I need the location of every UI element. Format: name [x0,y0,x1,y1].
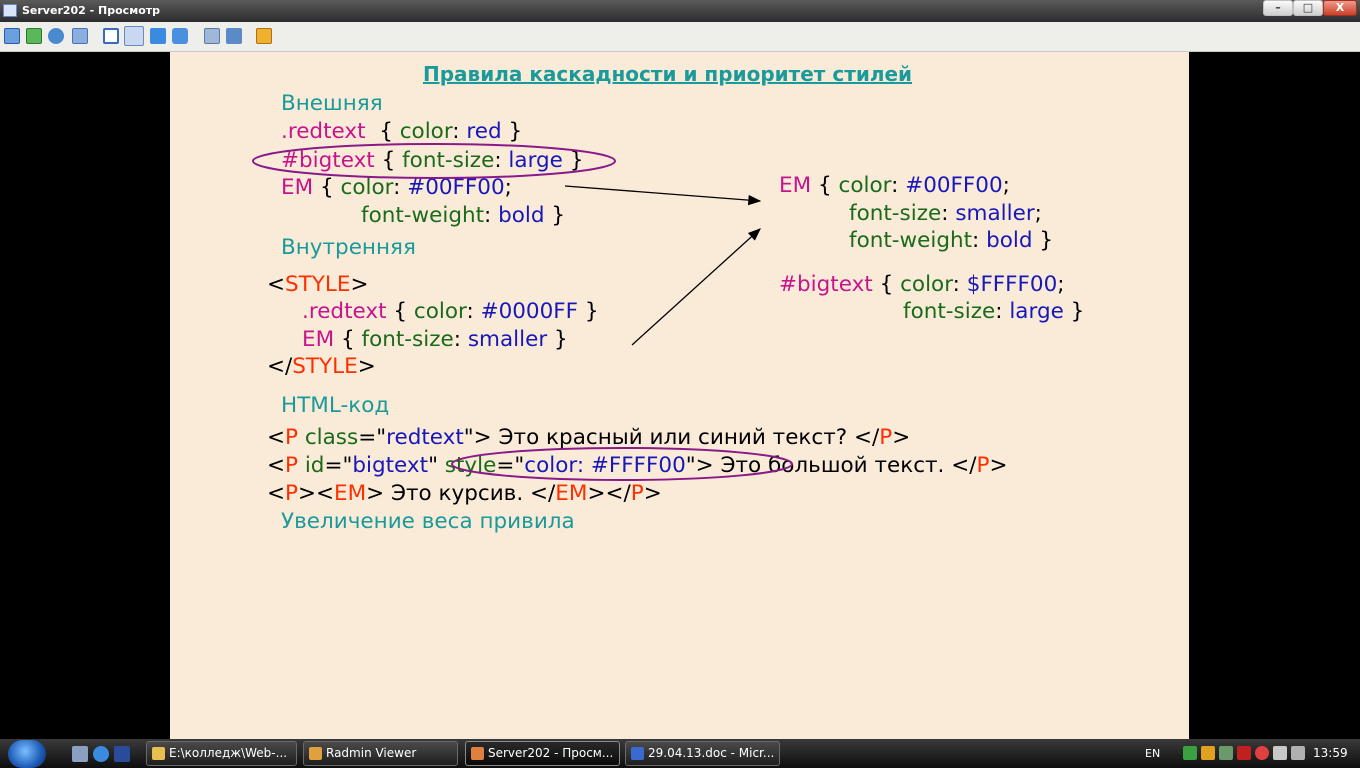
taskbar-item-server202[interactable]: Server202 - Просм... [465,741,620,766]
window-titlebar[interactable]: Server202 - Просмотр – □ X [0,0,1360,22]
style-close-tag: </STYLE> [267,354,376,379]
outer-heading: Внешняя [281,91,383,116]
switch-windows-icon[interactable] [114,746,130,762]
minimize-button[interactable]: – [1263,0,1293,16]
tray-opera-icon[interactable] [1255,746,1269,760]
transfer-icon[interactable] [26,28,42,44]
tray-network-icon[interactable] [1183,746,1197,760]
word-icon [631,747,644,760]
inner-rule-em: EM { font-size: smaller } [302,327,568,352]
result-em-size: font-size: smaller; [849,201,1042,226]
folder-icon [152,747,165,760]
taskbar-item-radmin[interactable]: Radmin Viewer [303,741,458,766]
voice-chat-icon[interactable] [48,28,64,44]
tray-printer-icon[interactable] [1219,746,1233,760]
app-icon [3,4,17,17]
tray-shield-icon[interactable] [1237,746,1251,760]
inner-rule-redtext: .redtext { color: #0000FF } [302,299,599,324]
outer-rule-em-weight: font-weight: bold } [361,203,566,228]
close-connection-icon[interactable] [256,28,272,44]
html-line-bigtext: <P id="bigtext" style="color: #FFFF00"> … [267,453,1008,478]
language-indicator[interactable]: EN [1145,747,1161,760]
start-orb[interactable] [8,740,46,768]
slide-title: Правила каскадности и приоритет стилей [423,62,913,86]
radmin-icon [309,747,322,760]
text-chat-icon[interactable] [72,28,88,44]
radmin-viewer-icon [471,747,484,760]
window-mode-icon[interactable] [103,28,119,44]
internet-explorer-icon[interactable] [93,746,109,762]
screenshot-icon[interactable] [204,28,220,44]
taskbar-item-explorer[interactable]: E:\колледж\Web-... [146,741,297,766]
result-bigtext-size: font-size: large } [903,299,1085,324]
tray-media-icon[interactable] [1201,746,1215,760]
refresh-icon[interactable] [172,28,188,44]
outer-rule-redtext: .redtext { color: red } [281,119,523,144]
result-em-weight: font-weight: bold } [849,228,1054,253]
settings-tools-icon[interactable] [226,28,242,44]
close-button[interactable]: X [1323,0,1357,16]
outer-rule-em: EM { color: #00FF00; [281,175,512,200]
fullscreen-icon[interactable] [124,26,144,46]
result-bigtext-rule: #bigtext { color: $FFFF00; [779,272,1065,297]
html-line-em: <P><EM> Это курсив. </EM></P> [267,481,662,506]
style-open-tag: <STYLE> [267,272,369,297]
viewer-toolbar [0,22,1360,52]
footer-note: Увеличение веса привила [281,509,575,534]
html-heading: HTML-код [281,393,390,418]
taskbar-item-word[interactable]: 29.04.13.doc - Micr... [625,741,780,766]
outer-rule-bigtext: #bigtext { font-size: large } [281,148,584,173]
tray-network-status-icon[interactable] [1291,746,1305,760]
system-clock[interactable]: 13:59 [1313,746,1348,760]
full-control-icon[interactable] [4,28,20,44]
show-desktop-icon[interactable] [72,746,88,762]
inner-heading: Внутренняя [281,235,416,260]
result-em-rule: EM { color: #00FF00; [779,173,1010,198]
window-title: Server202 - Просмотр [22,4,161,17]
html-line-redtext: <P class="redtext"> Это красный или сини… [267,425,911,450]
scale-icon[interactable] [150,28,166,44]
tray-volume-icon[interactable] [1273,746,1287,760]
maximize-button[interactable]: □ [1293,0,1323,16]
